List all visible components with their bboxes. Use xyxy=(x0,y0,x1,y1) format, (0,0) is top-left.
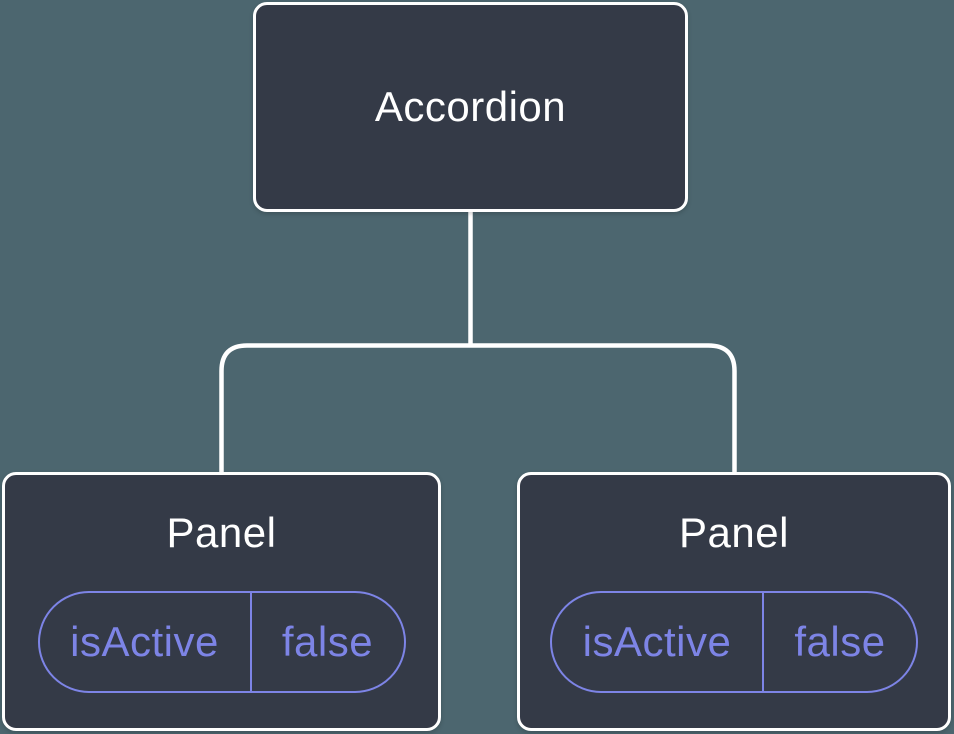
node-accordion: Accordion xyxy=(253,2,688,212)
panel-1-state-name: isActive xyxy=(40,593,252,691)
node-panel-2: Panel isActive false xyxy=(517,472,951,731)
accordion-label: Accordion xyxy=(374,83,567,130)
panel-2-label: Panel xyxy=(679,509,789,556)
panel-2-state-pill: isActive false xyxy=(550,591,918,693)
panel-1-label: Panel xyxy=(166,509,277,556)
panel-2-state-name: isActive xyxy=(552,593,764,691)
panel-2-state-value: false xyxy=(794,618,886,665)
connector-branch-bracket xyxy=(219,343,737,476)
node-panel-1: Panel isActive false xyxy=(2,472,441,731)
panel-1-state-value: false xyxy=(281,618,374,665)
panel-1-state-pill: isActive false xyxy=(37,591,406,693)
